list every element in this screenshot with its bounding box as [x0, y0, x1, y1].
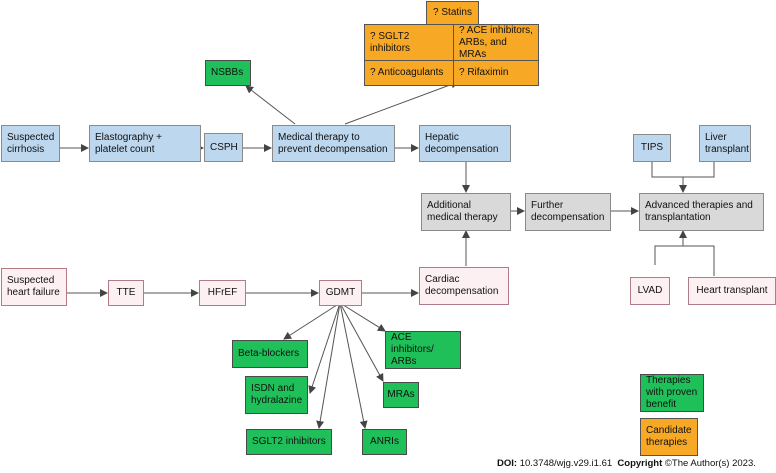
copyright-label: Copyright [617, 458, 663, 469]
mras-node: MRAs [383, 382, 419, 408]
doi-label: DOI: [497, 458, 518, 469]
doi-value: 10.3748/wjg.v29.i1.61 [519, 458, 613, 469]
lvad-node: LVAD [630, 277, 670, 305]
suspected-cirrhosis-node: Suspected cirrhosis [1, 125, 60, 162]
hfref-node: HFrEF [199, 280, 246, 306]
csph-node: CSPH [204, 133, 243, 162]
legend-candidate-therapies: Candidate therapies [640, 418, 698, 456]
ace-candidate-node: ? ACE inhibitors, ARBs, and MRAs [453, 24, 539, 61]
heart-transplant-node: Heart transplant [688, 277, 776, 305]
statins-node: ? Statins [426, 1, 479, 25]
medical-therapy-node: Medical therapy to prevent decompensatio… [272, 125, 395, 162]
nsbbs-node: NSBBs [205, 60, 251, 86]
elastography-node: Elastography + platelet count [89, 125, 201, 162]
liver-transplant-node: Liver transplant [699, 125, 751, 162]
advanced-therapies-node: Advanced therapies and transplantation [639, 193, 764, 231]
additional-therapy-node: Additional medical therapy [421, 193, 511, 231]
rifaximin-node: ? Rifaximin [453, 60, 539, 86]
tips-node: TIPS [633, 134, 671, 162]
suspected-heart-failure-node: Suspected heart failure [1, 268, 67, 306]
ace-arbs-node: ACE inhibitors/ ARBs [385, 331, 461, 369]
cardiac-decompensation-node: Cardiac decompensation [419, 267, 509, 305]
legend-proven-benefit: Therapies with proven benefit [640, 374, 704, 412]
isdn-hydralazine-node: ISDN and hydralazine [245, 376, 308, 414]
gdmt-node: GDMT [319, 280, 362, 306]
copyright-value: ©The Author(s) 2023. [664, 458, 756, 469]
sglt2-inhibitors-node: SGLT2 inhibitors [246, 429, 332, 455]
sglt2-candidate-node: ? SGLT2 inhibitors [364, 24, 454, 61]
figure-footer: DOI: 10.3748/wjg.v29.i1.61 Copyright ©Th… [497, 458, 756, 469]
anticoagulants-node: ? Anticoagulants [364, 60, 454, 86]
hepatic-decompensation-node: Hepatic decompensation [419, 125, 511, 162]
tte-node: TTE [108, 280, 144, 306]
further-decompensation-node: Further decompensation [525, 193, 611, 231]
beta-blockers-node: Beta-blockers [232, 340, 308, 368]
anris-node: ANRIs [362, 429, 407, 455]
